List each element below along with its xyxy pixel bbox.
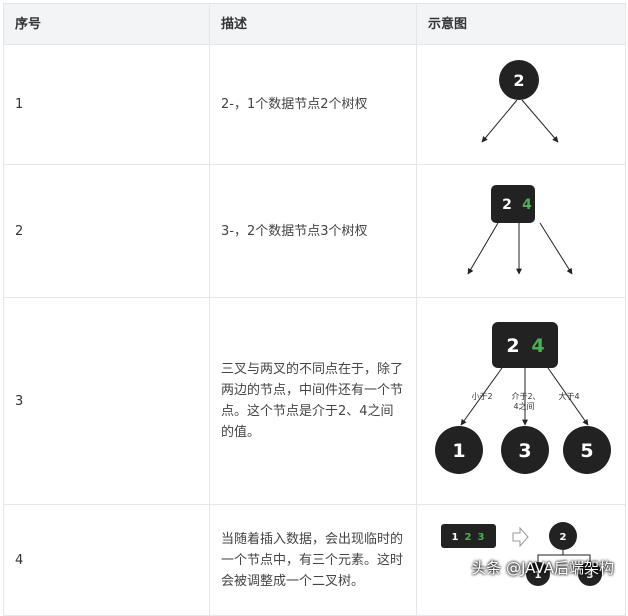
tree-node [525, 562, 550, 586]
node-key: 3 [518, 440, 531, 462]
row-diagram: 2 [416, 44, 626, 165]
tree-node [434, 426, 483, 474]
edge-label: 4之间 [513, 401, 534, 411]
three-child-diagram: 2 4 小于2 介于2、 4之间 大于4 1 3 5 [434, 322, 611, 474]
tree-node [577, 562, 602, 586]
table-row: 1 2-，1个数据节点2个树杈 2 [3, 44, 626, 165]
temp-node [440, 524, 496, 548]
row-diagram: 2 4 小于2 介于2、 4之间 大于4 1 3 5 [416, 297, 626, 505]
edge-label: 大于4 [558, 391, 579, 401]
branch-line [537, 550, 563, 563]
two-node-diagram: 2 [481, 60, 558, 143]
node-key-highlight: 2 [464, 532, 471, 543]
node-key: 1 [451, 532, 458, 543]
transform-arrow-icon [512, 526, 529, 548]
branch-arrow [547, 367, 588, 426]
watermark: 头条 @JAVA后端架构 [471, 559, 614, 577]
branch-line [562, 554, 590, 563]
row-description: 3-，2个数据节点3个树杈 [209, 164, 417, 298]
node-key: 2 [559, 532, 566, 543]
node-key: 2 [513, 71, 524, 90]
node-key-highlight: 3 [477, 532, 484, 543]
node-key: 1 [534, 570, 541, 581]
node-key: 3 [586, 570, 593, 581]
node-key: 1 [452, 440, 465, 462]
table-row: 3 三叉与两叉的不同点在于，除了两边的节点，中间件还有一个节点。这个节点是介于2… [3, 297, 626, 505]
node-key-highlight: 4 [531, 335, 544, 357]
edge-label: 小于2 [471, 392, 492, 401]
branch-arrow [460, 367, 502, 426]
header-number: 序号 [3, 3, 210, 45]
tree-node [491, 322, 558, 368]
row-description: 2-，1个数据节点2个树杈 [209, 44, 417, 165]
tree-node [498, 60, 539, 100]
row-number: 3 [3, 297, 210, 505]
tree-node [548, 522, 577, 550]
comparison-table: 序号 描述 示意图 1 2-，1个数据节点2个树杈 2 [3, 3, 626, 616]
three-node-diagram: 2 4 [467, 185, 572, 275]
split-diagram: 1 2 3 2 1 3 [440, 522, 602, 586]
header-diagram: 示意图 [416, 3, 626, 45]
tree-node [500, 426, 549, 474]
row-number: 4 [3, 504, 210, 616]
table-row: 2 3-，2个数据节点3个树杈 2 4 [3, 164, 626, 298]
branch-arrow [521, 99, 558, 143]
row-description: 当随着插入数据，会出现临时的一个节点中，有三个元素。这时会被调整成一个二叉树。 [209, 504, 417, 616]
row-number: 2 [3, 164, 210, 298]
branch-arrow [481, 99, 517, 143]
row-number: 1 [3, 44, 210, 165]
row-description: 三叉与两叉的不同点在于，除了两边的节点，中间件还有一个节点。这个节点是介于2、4… [209, 297, 417, 505]
tree-node [490, 185, 535, 223]
row-diagram: 2 4 [416, 164, 626, 298]
header-description: 描述 [209, 3, 417, 45]
branch-arrow [467, 222, 498, 275]
node-key: 5 [580, 440, 593, 462]
node-key-highlight: 4 [522, 197, 532, 213]
branch-arrow [539, 222, 572, 275]
node-key: 2 [506, 335, 519, 357]
tree-node [562, 426, 611, 474]
edge-label: 介于2、 [511, 392, 540, 401]
node-key: 2 [502, 197, 512, 213]
table-header-row: 序号 描述 示意图 [3, 3, 626, 45]
